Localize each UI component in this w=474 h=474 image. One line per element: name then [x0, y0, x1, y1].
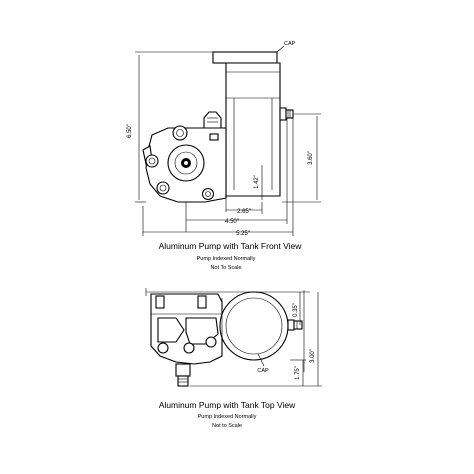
top-tank-outer	[219, 291, 289, 361]
top-view-note-2: Not to Scale	[212, 423, 242, 429]
dim-035-label: 0.35"	[293, 303, 299, 317]
top-cap-label: CAP	[257, 368, 269, 374]
cap-leader	[276, 45, 285, 53]
top-view-title: Aluminum Pump with Tank Top View	[159, 400, 296, 410]
top-view-note-1: Pump Indexed Normally	[198, 414, 257, 420]
front-view-note-2: Not To Scale	[210, 265, 241, 271]
dim-265-label: 2.65"	[237, 209, 251, 215]
front-view-title: Aluminum Pump with Tank Front View	[159, 241, 303, 251]
front-cap-label: CAP	[284, 41, 296, 47]
dim-450-label: 4.50"	[225, 219, 239, 225]
top-tank-cap	[225, 297, 283, 355]
dim-300-label: 3.00"	[310, 349, 316, 363]
front-view: CAP	[127, 41, 321, 271]
tank-fitting	[279, 107, 287, 121]
pump-outlet-fitting	[203, 111, 222, 129]
top-view: CAP 0.35" 3.00" 1.75" Aluminum Pump with…	[145, 288, 322, 429]
dim-525-label: 5.25"	[236, 231, 250, 237]
dim-650-label: 6.50"	[127, 124, 133, 138]
front-view-note-1: Pump Indexed Normally	[197, 256, 256, 262]
tank-cap	[212, 51, 278, 64]
dim-175-label: 1.75"	[295, 366, 301, 380]
dim-360-label: 3.60"	[308, 151, 314, 165]
top-pump-fitting	[175, 363, 191, 377]
dim-142-label: 1.42"	[254, 175, 260, 189]
bolt-boss	[172, 125, 188, 141]
